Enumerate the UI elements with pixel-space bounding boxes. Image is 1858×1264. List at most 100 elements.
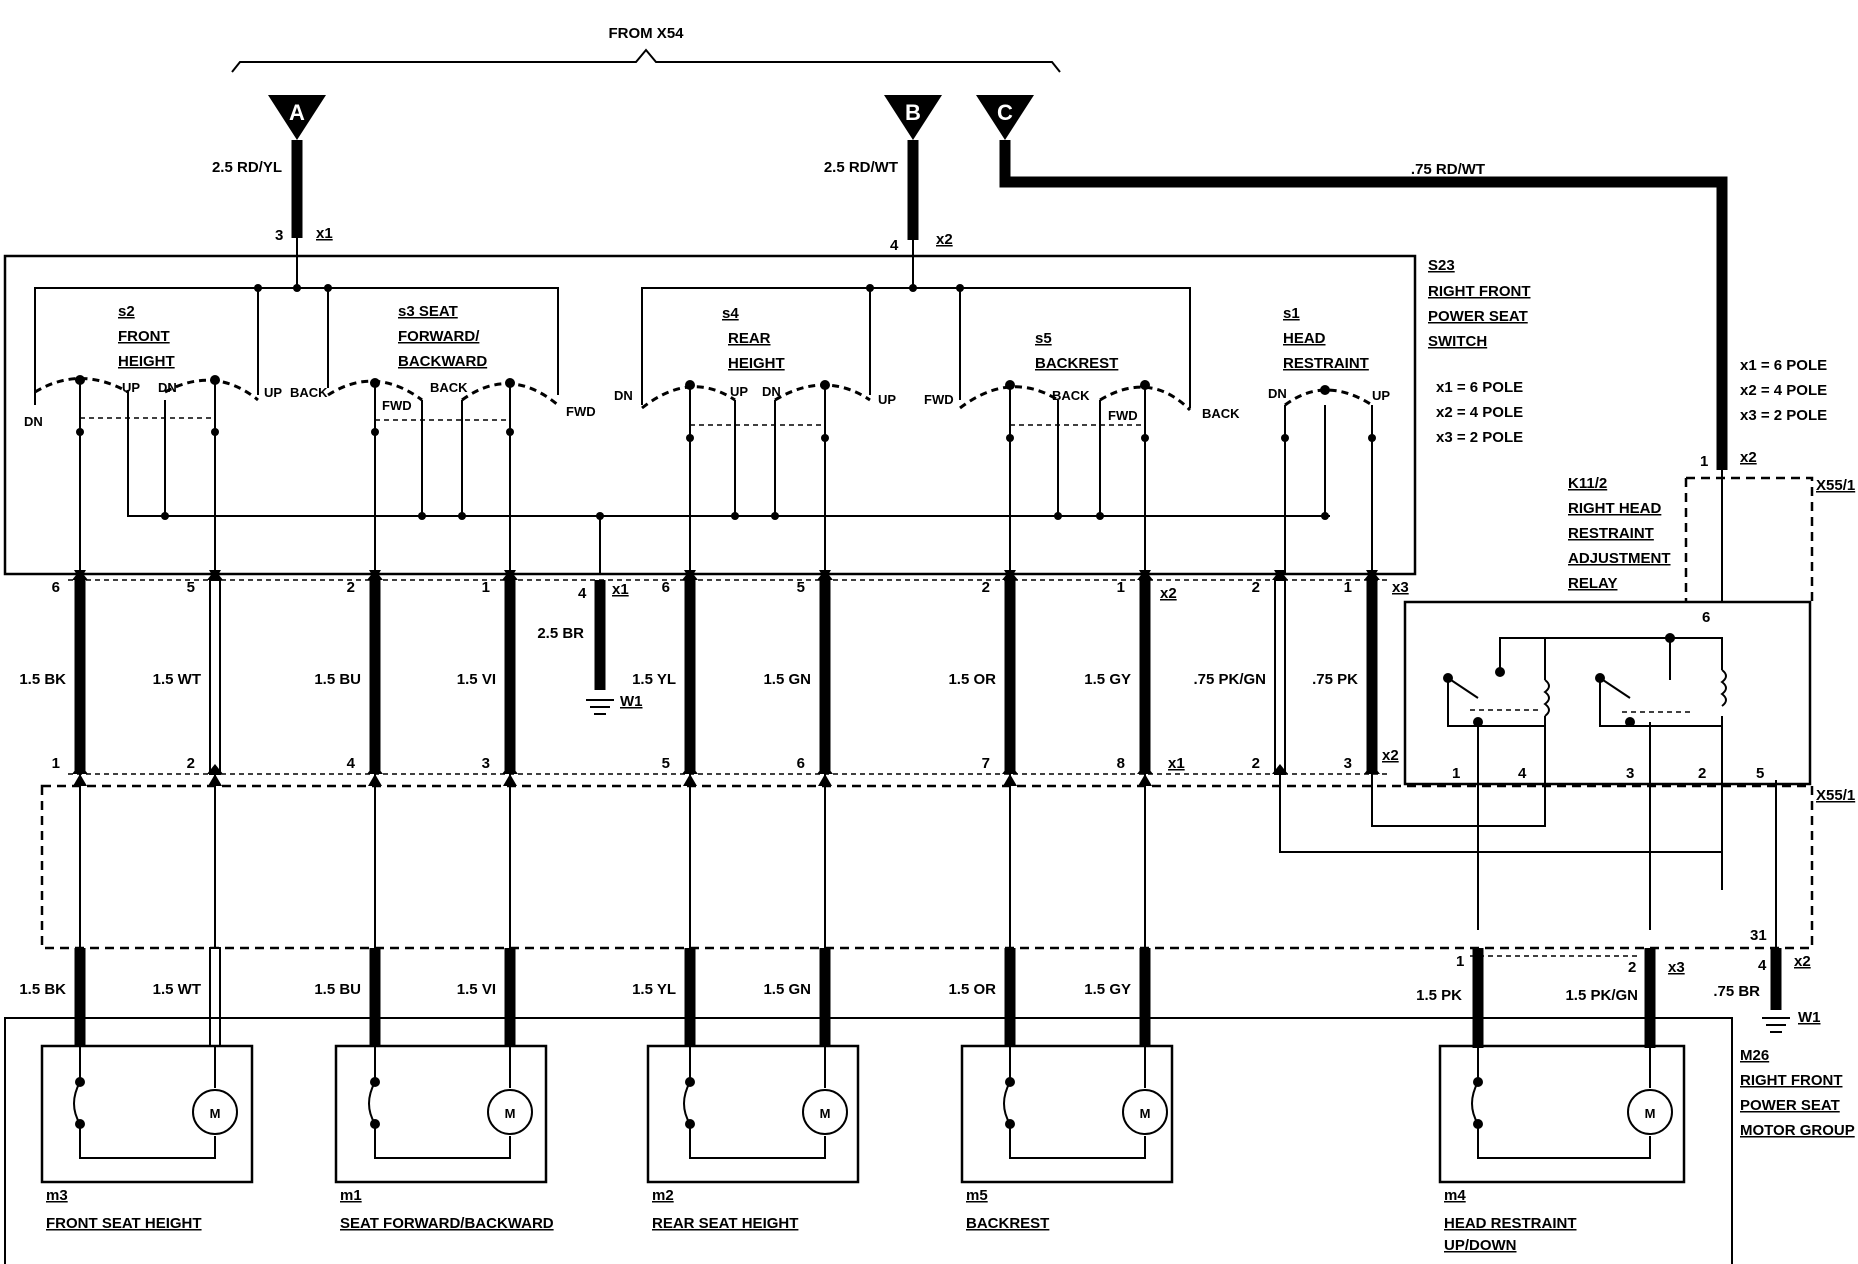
m26-label: M26 RIGHT FRONT POWER SEAT MOTOR GROUP [1740, 1047, 1855, 1139]
bottom-pin-2: 2 [1628, 959, 1636, 976]
pos-fwd: FWD [1108, 408, 1138, 423]
pos-back: BACK [430, 380, 468, 395]
relay-return-1 [1279, 774, 1723, 890]
pos-back: BACK [1052, 388, 1090, 403]
s5-id: s5 [1035, 330, 1052, 347]
s23-switch-box [3, 254, 1417, 576]
from-x54-label: FROM X54 [608, 25, 684, 42]
mid-wire-color: 1.5 VI [457, 671, 496, 688]
ground-node [596, 512, 604, 520]
ground-label: W1 [620, 693, 643, 710]
s23-label: S23 RIGHT FRONT POWER SEAT SWITCH x1 = 6… [1428, 257, 1531, 446]
motor-wiring [1003, 1046, 1146, 1159]
bottom-pin-1: 1 [1456, 953, 1464, 970]
pos-fwd: FWD [924, 392, 954, 407]
s23-bus-left-2 [258, 287, 559, 395]
motor-wiring [1471, 1046, 1651, 1159]
mid-wire-bottom-pin: 3 [482, 755, 490, 772]
relay-return-2 [1371, 774, 1546, 827]
s23-line2: POWER SEAT [1428, 308, 1528, 325]
motor-icon [192, 1089, 238, 1135]
motor-node [685, 1077, 695, 1087]
connector-b-triangle [884, 95, 942, 140]
bus-node [866, 284, 874, 292]
bus-node [909, 284, 917, 292]
mid-conn-x2-bottom: x2 [1382, 747, 1399, 764]
relay-internals [1443, 633, 1727, 727]
mid-wire-color: .75 PK [1312, 671, 1358, 688]
s1-line1: HEAD [1283, 330, 1326, 347]
pos-back: BACK [290, 385, 328, 400]
relay-pin: 4 [1518, 765, 1527, 782]
s3-id: s3 SEAT [398, 303, 458, 320]
bottom-right-pins: 1 2 x3 31 4 x2 .75 BR W1 [1456, 927, 1821, 1048]
connector-a-triangle [268, 95, 326, 140]
arrow-marker [368, 774, 382, 786]
motor-node [370, 1077, 380, 1087]
motor-box [40, 1044, 254, 1184]
mid-wire-color: 1.5 YL [632, 671, 676, 688]
arrow-marker [1274, 570, 1286, 580]
pivot [1320, 385, 1330, 395]
mid-wire-bottom-pin: 2 [1252, 755, 1260, 772]
pin-marker [1364, 764, 1380, 774]
m26-line1: RIGHT FRONT [1740, 1072, 1843, 1089]
motor-node [685, 1119, 695, 1129]
pos-up: UP [264, 385, 282, 400]
bottom-wire-color: 1.5 BU [314, 981, 361, 998]
bottom-wire [209, 947, 221, 1047]
mid-wire-color: 1.5 GN [763, 671, 811, 688]
mid-wire-bottom-pin: 5 [662, 755, 670, 772]
pin-marker [72, 764, 88, 774]
pos-dn: DN [762, 384, 781, 399]
s3-line2: BACKWARD [398, 353, 487, 370]
s4-line1: REAR [728, 330, 771, 347]
s23-pole-x1: x1 = 6 POLE [1436, 379, 1523, 396]
bottom-wire-color: 1.5 OR [948, 981, 996, 998]
motor-box [1438, 1044, 1686, 1184]
relay-top-conn: x2 [1740, 449, 1757, 466]
ground-wire-label: 2.5 BR [537, 625, 584, 642]
from-x54-header: FROM X54 [231, 25, 1061, 73]
relay-coil-1 [1543, 679, 1550, 717]
arrow-marker [503, 774, 517, 786]
connector-b: B [884, 95, 942, 140]
arrow-marker [819, 570, 831, 580]
pos-back: BACK [1202, 406, 1240, 421]
feed-wire-c [999, 140, 1728, 470]
relay-label: K11/2 RIGHT HEAD RESTRAINT ADJUSTMENT RE… [1568, 475, 1671, 592]
bottom-conn-x3: x3 [1668, 959, 1685, 976]
s23-bus-mid-2 [960, 287, 1191, 408]
arrow-marker [1003, 774, 1017, 786]
arrow-marker [684, 570, 696, 580]
bottom-w1: W1 [1798, 1009, 1821, 1026]
x55-lower-label: X55/1 [1816, 787, 1855, 804]
feed-a-wire-label: 2.5 RD/YL [212, 159, 282, 176]
mid-wire-bottom-pin: 6 [797, 755, 805, 772]
bottom-wire-color: 1.5 BK [19, 981, 66, 998]
arrow-marker [208, 774, 222, 786]
mid-wire-color: 1.5 WT [153, 671, 201, 688]
motor-id: m4 [1444, 1187, 1466, 1204]
relay-contact-2 [1599, 677, 1722, 727]
feed-c-wire-label: .75 RD/WT [1411, 161, 1485, 178]
pin-marker [817, 764, 833, 774]
motor-name: FRONT SEAT HEIGHT [46, 1215, 202, 1232]
pin-marker [1272, 764, 1288, 774]
s23-bus-left-1 [34, 287, 258, 405]
s4-line2: HEIGHT [728, 355, 785, 372]
mid-wire-color: 1.5 OR [948, 671, 996, 688]
mid-wire-top-pin: 2 [347, 579, 355, 596]
relay-node [1665, 633, 1675, 643]
s23-bus-mid-1 [641, 287, 960, 405]
motor-node [75, 1077, 85, 1087]
relay-line1: RIGHT HEAD [1568, 500, 1662, 517]
s2-line2: HEIGHT [118, 353, 175, 370]
motor-node [370, 1119, 380, 1129]
right-pole-x3: x3 = 2 POLE [1740, 407, 1827, 424]
s23-pole-x2: x2 = 4 POLE [1436, 404, 1523, 421]
mid-wire-color: 1.5 BK [19, 671, 66, 688]
bottom-wire-color: 1.5 PK [1416, 987, 1462, 1004]
